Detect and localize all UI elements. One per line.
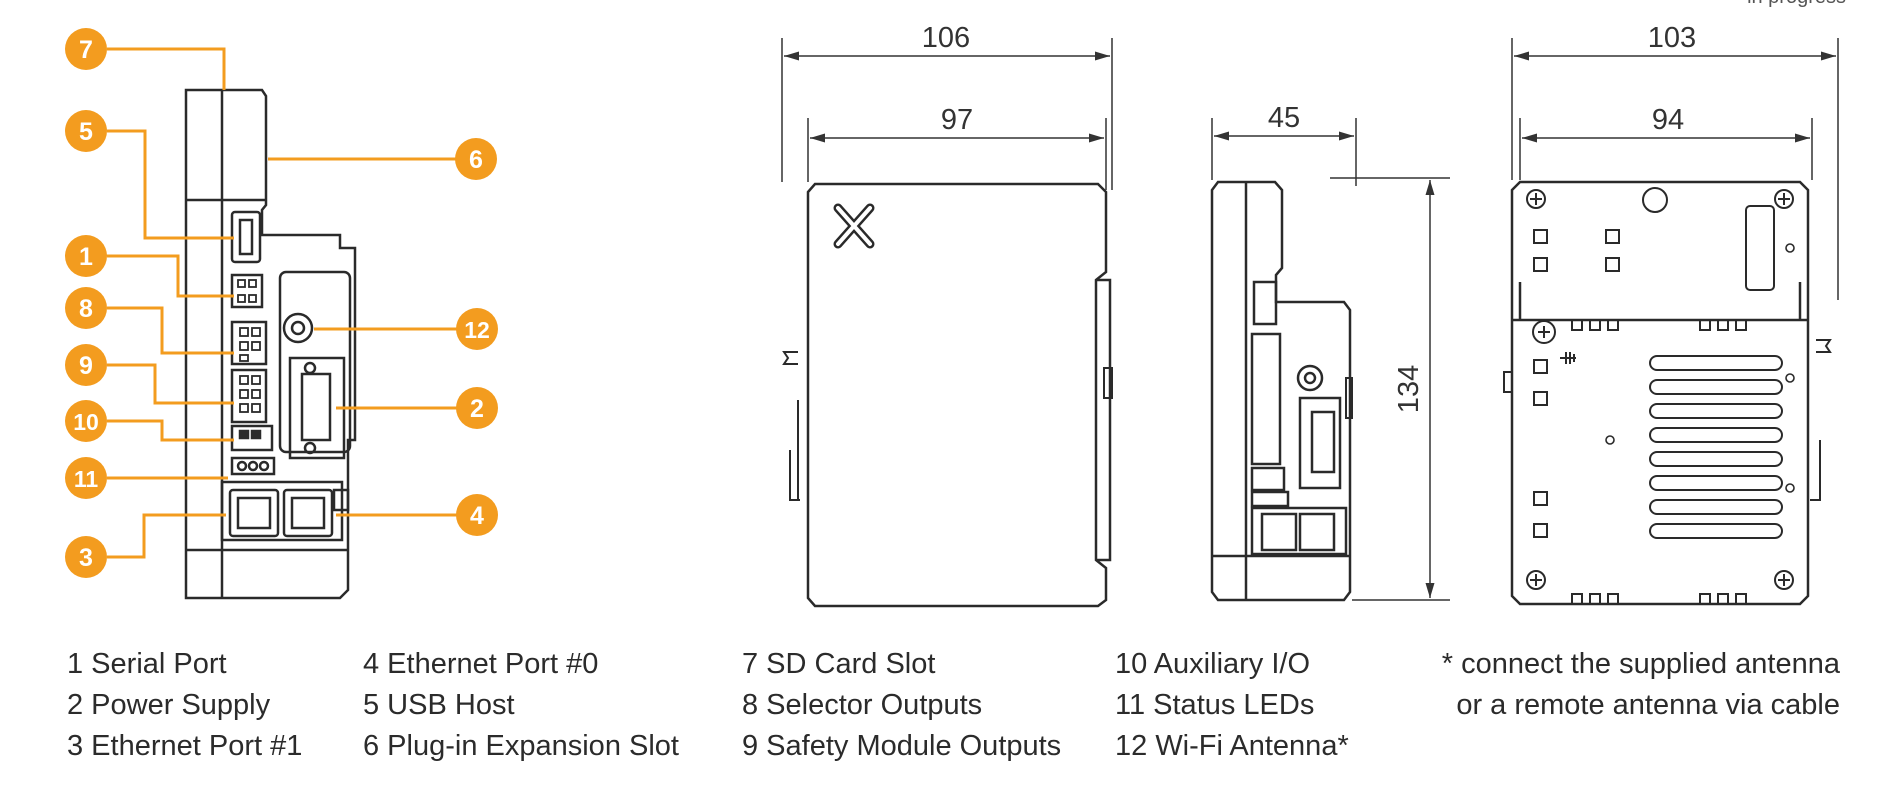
legend-column-1: 1 Serial Port 2 Power Supply 3 Ethernet … xyxy=(67,644,302,767)
svg-text:7: 7 xyxy=(79,36,93,64)
ethernet-port-0 xyxy=(282,488,334,538)
note-line: or a remote antenna via cable xyxy=(1456,689,1840,721)
front-dimensions xyxy=(781,38,1113,190)
legend-item: 7 SD Card Slot xyxy=(742,648,936,680)
callout-1: 1 xyxy=(65,235,107,277)
callout-10: 10 xyxy=(65,400,107,442)
callout-2: 2 xyxy=(456,387,498,429)
note-line: * connect the supplied antenna xyxy=(1441,648,1840,680)
dim-side-depth: 45 xyxy=(1268,102,1300,134)
dim-back-width-body: 94 xyxy=(1652,104,1684,136)
svg-text:3: 3 xyxy=(79,544,93,572)
back-view xyxy=(1503,180,1832,606)
callout-11: 11 xyxy=(65,457,107,499)
callout-bubbles: 7 5 6 1 8 9 12 2 10 11 4 3 xyxy=(65,28,498,578)
legend-item: 9 Safety Module Outputs xyxy=(742,730,1062,762)
dim-front-width-total: 106 xyxy=(922,22,970,54)
legend-item: 10 Auxiliary I/O xyxy=(1115,648,1311,680)
callout-12: 12 xyxy=(456,308,498,350)
legend-item: 1 Serial Port xyxy=(67,648,227,680)
svg-text:8: 8 xyxy=(79,295,93,323)
status-stamp: in progress xyxy=(1747,0,1846,9)
ventilation-slots xyxy=(1649,355,1783,539)
selector-outputs-connector xyxy=(230,320,268,366)
callout-5: 5 xyxy=(65,110,107,152)
svg-text:11: 11 xyxy=(74,466,99,492)
legend-column-4: 10 Auxiliary I/O 11 Status LEDs 12 Wi-Fi… xyxy=(1115,644,1349,767)
legend-item: 6 Plug-in Expansion Slot xyxy=(363,730,679,762)
legend-item: 5 USB Host xyxy=(363,689,515,721)
callout-7: 7 xyxy=(65,28,107,70)
connector-view-body xyxy=(184,88,357,600)
legend-item: 8 Selector Outputs xyxy=(742,689,983,721)
back-view-body xyxy=(1510,180,1810,606)
svg-text:10: 10 xyxy=(73,409,99,435)
svg-text:4: 4 xyxy=(470,502,484,530)
svg-text:9: 9 xyxy=(79,352,93,380)
safety-outputs-connector xyxy=(230,368,268,424)
dim-height: 134 xyxy=(1393,365,1425,413)
serial-port xyxy=(230,273,264,309)
legend-item: 2 Power Supply xyxy=(67,689,271,721)
antenna-note: * connect the supplied antenna or a remo… xyxy=(1400,644,1840,726)
svg-text:1: 1 xyxy=(79,243,93,271)
legend-item: 3 Ethernet Port #1 xyxy=(67,730,303,762)
callout-8: 8 xyxy=(65,287,107,329)
status-leds xyxy=(230,456,276,476)
callout-leaders xyxy=(107,47,474,559)
legend-column-2: 4 Ethernet Port #0 5 USB Host 6 Plug-in … xyxy=(363,644,679,767)
legend-item: 4 Ethernet Port #0 xyxy=(363,648,599,680)
side-view-body xyxy=(1210,180,1352,602)
callout-3: 3 xyxy=(65,536,107,578)
svg-text:12: 12 xyxy=(464,317,490,343)
side-view xyxy=(1210,180,1353,602)
back-dimensions xyxy=(1511,38,1839,300)
wifi-antenna-port xyxy=(282,312,314,344)
dim-front-width-body: 97 xyxy=(941,104,973,136)
legend-column-3: 7 SD Card Slot 8 Selector Outputs 9 Safe… xyxy=(742,644,1061,767)
dim-back-width-total: 103 xyxy=(1648,22,1696,54)
callout-6: 6 xyxy=(455,138,497,180)
svg-text:2: 2 xyxy=(470,395,484,423)
svg-text:5: 5 xyxy=(79,118,93,146)
legend-item: 12 Wi-Fi Antenna* xyxy=(1115,730,1349,762)
side-dimensions xyxy=(1211,118,1450,601)
ethernet-port-1 xyxy=(228,488,280,538)
callout-9: 9 xyxy=(65,344,107,386)
auxiliary-io-connector xyxy=(230,424,274,452)
svg-text:6: 6 xyxy=(469,146,483,174)
front-view-body xyxy=(806,182,1108,608)
front-view xyxy=(782,182,1113,608)
legend-item: 11 Status LEDs xyxy=(1115,689,1315,721)
connector-view xyxy=(184,88,357,600)
callout-4: 4 xyxy=(456,494,498,536)
